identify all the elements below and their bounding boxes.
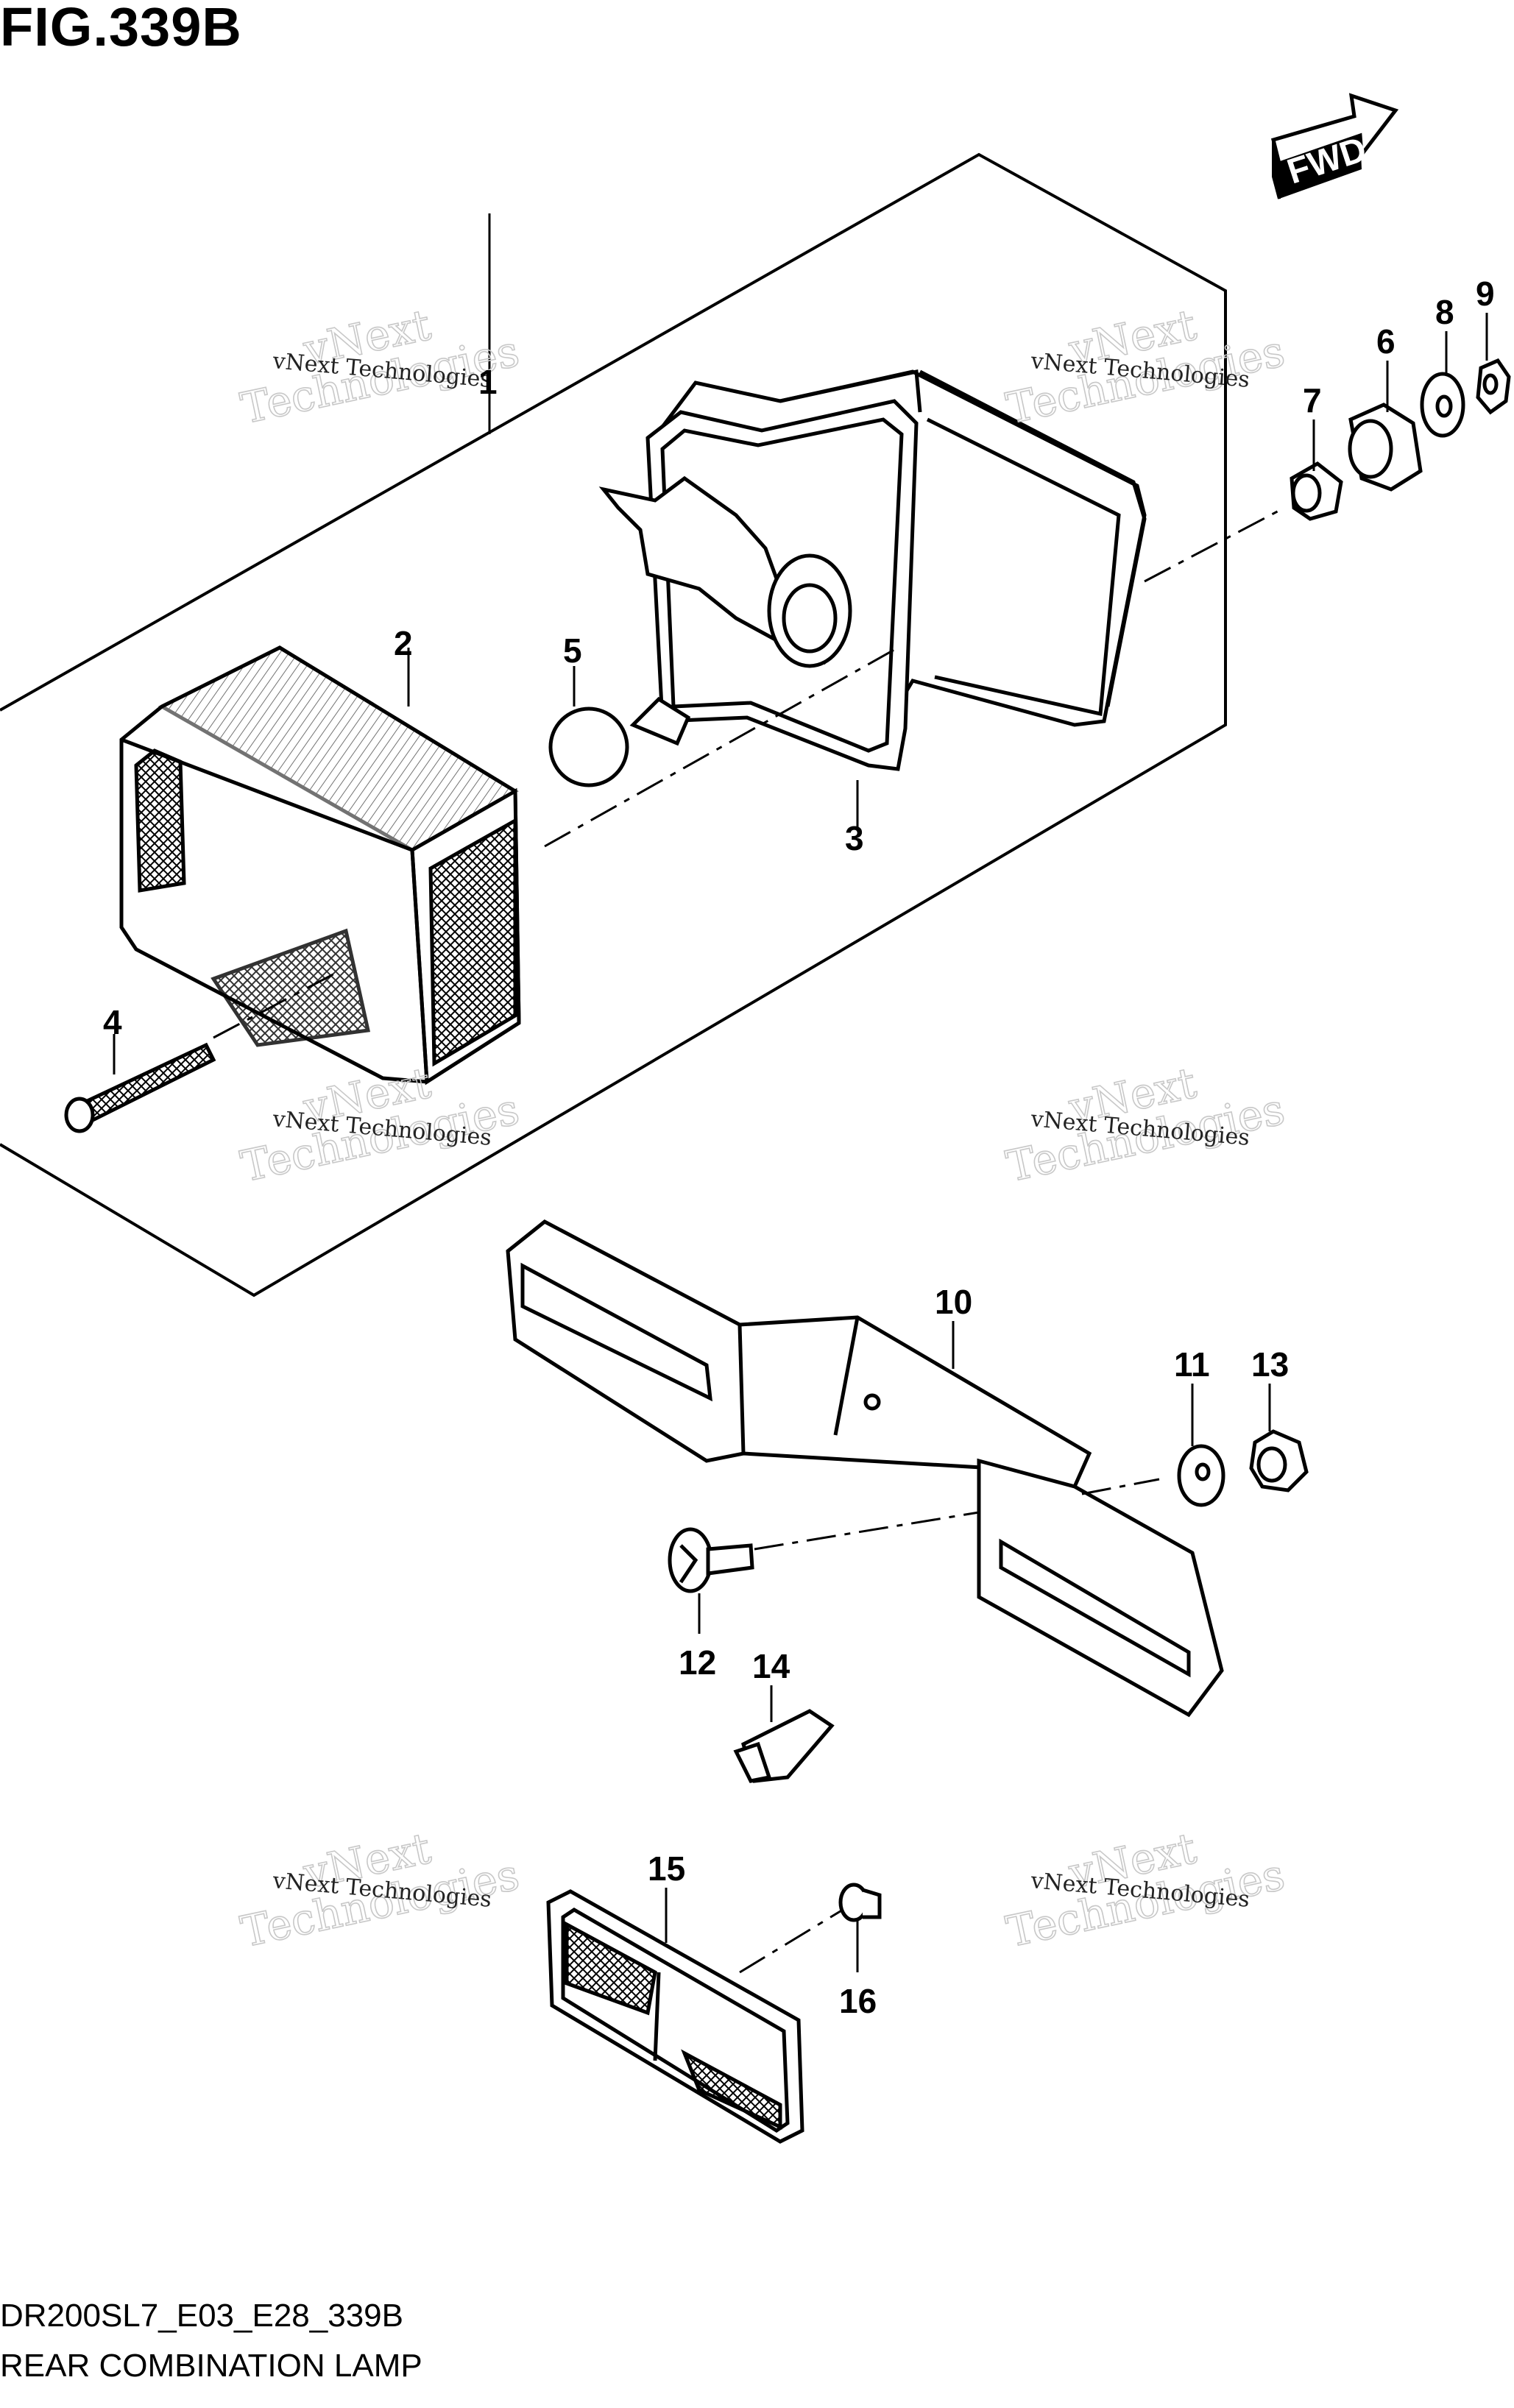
callout-8: 8 — [1435, 293, 1454, 331]
screw-part-4 — [64, 1042, 216, 1133]
leader-lines — [113, 213, 1488, 1974]
fwd-arrow-icon: FWD — [1270, 93, 1399, 199]
figure-code: DR200SL7_E03_E28_339B — [0, 2298, 404, 2334]
callout-15: 15 — [648, 1849, 685, 1888]
nut-part-16 — [838, 1883, 882, 1922]
bulb-part-5 — [548, 696, 691, 787]
callout-10: 10 — [935, 1283, 972, 1321]
lamp-housing-part-3 — [598, 369, 1147, 771]
callout-6: 6 — [1376, 322, 1396, 361]
callout-13: 13 — [1251, 1345, 1289, 1384]
callout-3: 3 — [845, 819, 864, 857]
clip-part-14 — [733, 1709, 835, 1783]
grommet-part-6 — [1348, 403, 1423, 492]
callout-2: 2 — [394, 624, 413, 662]
assembly-box-outline — [0, 152, 1227, 1297]
reflector-part-15 — [546, 1889, 804, 2144]
collar-part-7 — [1290, 461, 1343, 521]
washer-part-8 — [1420, 372, 1465, 438]
callout-labels: 1 2 3 4 5 6 7 8 9 10 11 13 12 14 15 16 — [103, 275, 1495, 2020]
figure-title: FIG.339B — [0, 0, 242, 57]
lens-part-2 — [119, 645, 521, 1086]
figure-name: REAR COMBINATION LAMP — [0, 2348, 422, 2384]
bolt-part-12 — [668, 1527, 754, 1593]
callout-11: 11 — [1174, 1345, 1210, 1384]
callout-1: 1 — [478, 363, 498, 401]
nut-part-13 — [1249, 1429, 1309, 1492]
bracket-part-10 — [506, 1219, 1224, 1718]
callout-12: 12 — [679, 1643, 716, 1682]
nut-part-9 — [1476, 358, 1511, 415]
callout-7: 7 — [1303, 381, 1322, 419]
callout-9: 9 — [1476, 275, 1495, 313]
callout-4: 4 — [103, 1003, 122, 1041]
callout-16: 16 — [839, 1982, 877, 2020]
washer-part-11 — [1177, 1444, 1225, 1507]
callout-14: 14 — [752, 1647, 790, 1685]
callout-5: 5 — [563, 631, 582, 670]
